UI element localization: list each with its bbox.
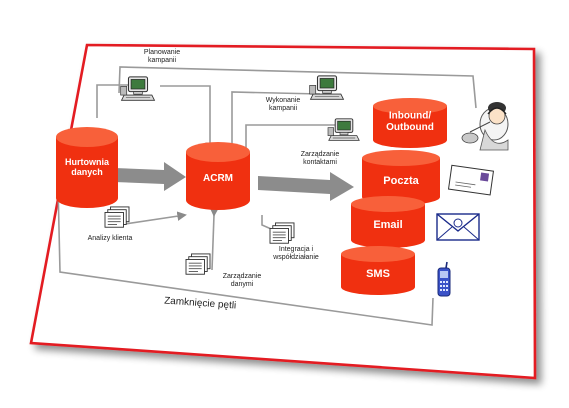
cylinder-acrm: ACRM: [186, 142, 250, 210]
documents-icon: [104, 206, 130, 228]
cylinder-poczta: Poczta: [362, 150, 440, 205]
letter-icon: [447, 164, 495, 196]
documents-icon: [185, 253, 211, 275]
poczta-label: Poczta: [383, 175, 419, 187]
cylinder-inbound-outbound: Inbound/Outbound: [373, 98, 447, 148]
diagram-frame: [29, 43, 537, 380]
label-zamkniecie: Zamknięcie pętli: [164, 295, 237, 311]
cylinder-email: Email: [351, 196, 425, 248]
arrow-warehouse-to-acrm: [114, 162, 186, 191]
inbound-outbound-label: Inbound/Outbound: [386, 110, 434, 133]
mobile-phone-icon: [437, 261, 451, 297]
acrm-label: ACRM: [203, 173, 233, 184]
documents-icon: [269, 222, 295, 244]
sms-label: SMS: [366, 268, 390, 280]
label-analizy: Analizy klienta: [88, 235, 133, 242]
cylinder-sms: SMS: [341, 246, 415, 295]
email-label: Email: [373, 219, 402, 231]
arrow-acrm-to-channels: [258, 172, 354, 201]
email-envelope-icon: [436, 213, 480, 241]
call-agent-icon: [461, 102, 509, 151]
